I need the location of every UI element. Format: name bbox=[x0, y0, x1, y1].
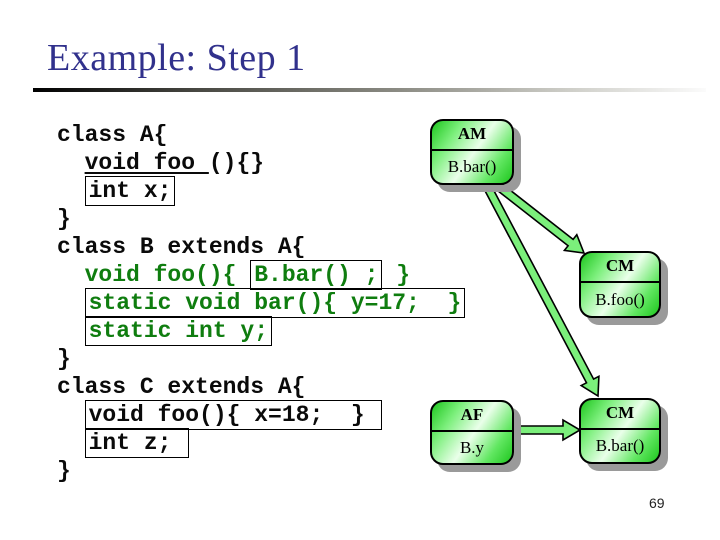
code-line: static void bar(){ y=17; } bbox=[57, 288, 466, 318]
code-highlight-box: static int y; bbox=[84, 316, 273, 346]
code-line: int x; bbox=[57, 176, 465, 206]
node-cm-bfoo-body: B.foo() bbox=[595, 289, 645, 309]
node-cm-bbar-title: CM bbox=[581, 400, 659, 430]
code-line: } bbox=[57, 206, 71, 232]
code-underline: void foo bbox=[84, 150, 209, 176]
node-cm-bfoo: CM B.foo() bbox=[579, 251, 661, 318]
code-highlight-box: void foo(){ x=18; } bbox=[84, 400, 383, 430]
title-divider-rule bbox=[33, 88, 706, 92]
code-line: static int y; bbox=[57, 316, 465, 346]
code-line: void foo (){} bbox=[84, 150, 265, 176]
slide-title: Example: Step 1 bbox=[47, 37, 306, 79]
code-line: } bbox=[57, 458, 71, 484]
page-number: 69 bbox=[649, 495, 665, 511]
code-line: void foo(){ B.bar() ; } bbox=[57, 260, 411, 290]
arrow-am-to-cm_foo bbox=[493, 180, 586, 254]
code-highlight-box: static void bar(){ y=17; } bbox=[84, 288, 466, 318]
code-line: class C extends A{ bbox=[57, 374, 306, 400]
node-am-body: B.bar() bbox=[447, 157, 497, 176]
node-cm-bbar: CM B.bar() bbox=[579, 398, 661, 464]
code-highlight-box: int z; bbox=[84, 428, 190, 458]
code-line: void foo(){ x=18; } bbox=[57, 400, 465, 430]
code-line: class B extends A{ bbox=[57, 234, 306, 260]
code-line: int z; bbox=[57, 428, 465, 458]
node-cm-bfoo-title: CM bbox=[581, 253, 659, 283]
node-cm-bbar-body: B.bar() bbox=[595, 436, 645, 455]
code-highlight-box: int x; bbox=[84, 176, 176, 206]
node-am-title: AM bbox=[432, 121, 512, 151]
code-highlight-box: B.bar() ; bbox=[250, 260, 383, 290]
code-line: } bbox=[57, 346, 71, 372]
node-af-body: B.y bbox=[459, 437, 485, 457]
code-line: class A{ bbox=[57, 122, 168, 148]
code-block: class A{ void foo (){} int x;}class B ex… bbox=[57, 121, 466, 485]
node-af-by: AF B.y bbox=[430, 400, 514, 465]
node-af-title: AF bbox=[432, 402, 512, 432]
arrow-af-to-cm_bar bbox=[511, 418, 582, 442]
node-am-bbar: AM B.bar() bbox=[430, 119, 514, 185]
